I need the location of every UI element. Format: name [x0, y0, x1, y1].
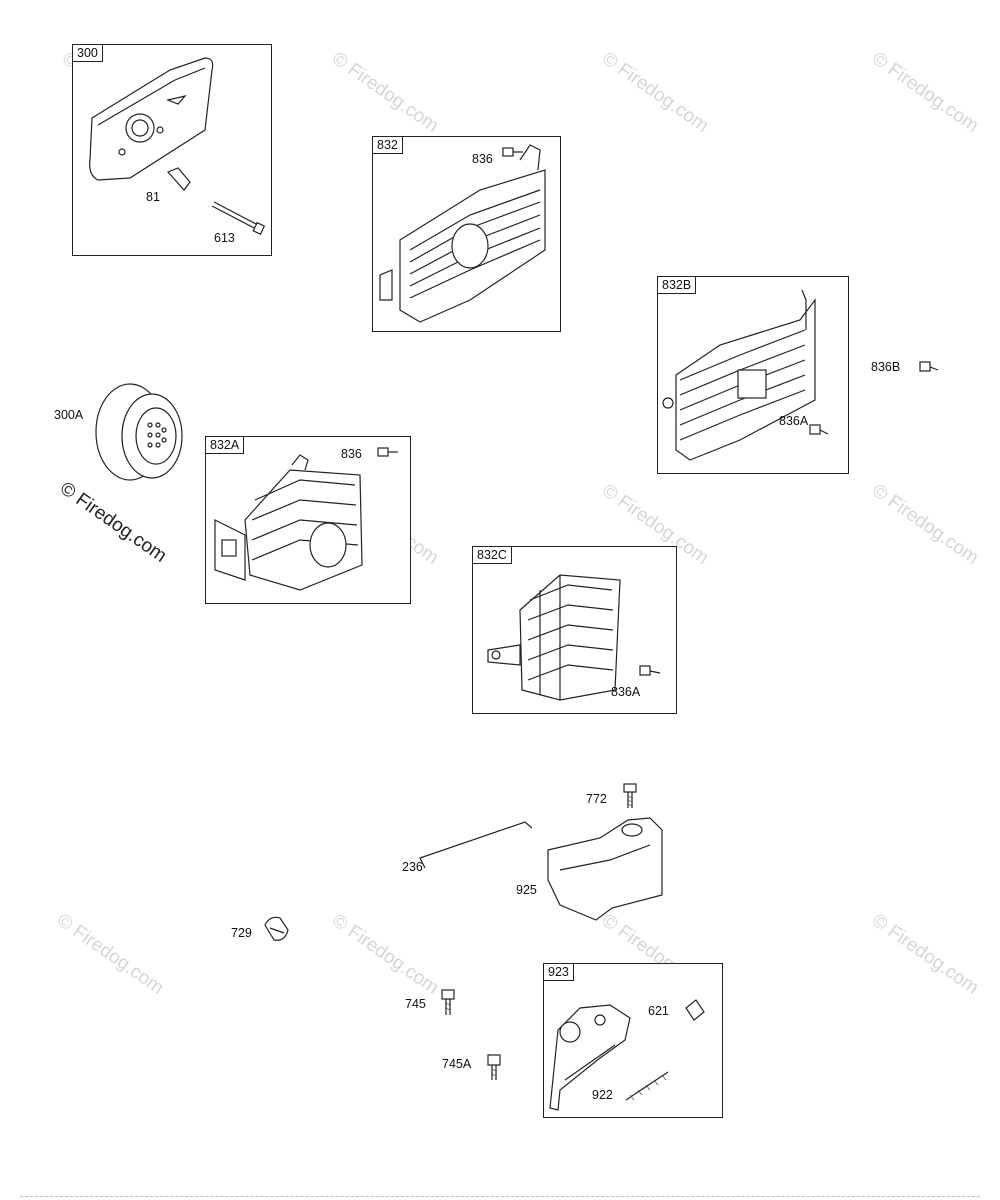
part-label-836: 836	[472, 152, 493, 166]
part-number-tag: 832A	[206, 437, 245, 454]
part-number-tag: 923	[544, 964, 574, 981]
part-label-836A: 836A	[611, 685, 641, 699]
part-label-613: 613	[214, 231, 235, 245]
part-label-745: 745	[405, 997, 426, 1011]
link-236-drawing	[419, 821, 533, 869]
part-label-236: 236	[402, 860, 423, 874]
part-label-81: 81	[146, 190, 160, 204]
part-label-836B: 836B	[871, 360, 901, 374]
part-label-925: 925	[516, 883, 537, 897]
screw-745-drawing	[441, 989, 455, 1015]
screw-772-drawing	[623, 783, 637, 808]
part-number-tag: 832	[373, 137, 403, 154]
part-label-621: 621	[648, 1004, 669, 1018]
part-label-729: 729	[231, 926, 252, 940]
page-bottom-divider	[20, 1196, 980, 1197]
part-label-300A: 300A	[54, 408, 84, 422]
clip-729-drawing	[264, 916, 289, 941]
cover-925-drawing	[547, 817, 663, 921]
muffler-300A-drawing	[95, 383, 183, 481]
part-label-836: 836	[341, 447, 362, 461]
part-number-tag: 832C	[473, 547, 512, 564]
screw-745A-drawing	[487, 1054, 501, 1080]
part-number-tag: 832B	[658, 277, 697, 294]
part-label-772: 772	[586, 792, 607, 806]
part-number-tag: 300	[73, 45, 103, 62]
part-label-836A: 836A	[779, 414, 809, 428]
part-label-745A: 745A	[442, 1057, 472, 1071]
part-label-922: 922	[592, 1088, 613, 1102]
